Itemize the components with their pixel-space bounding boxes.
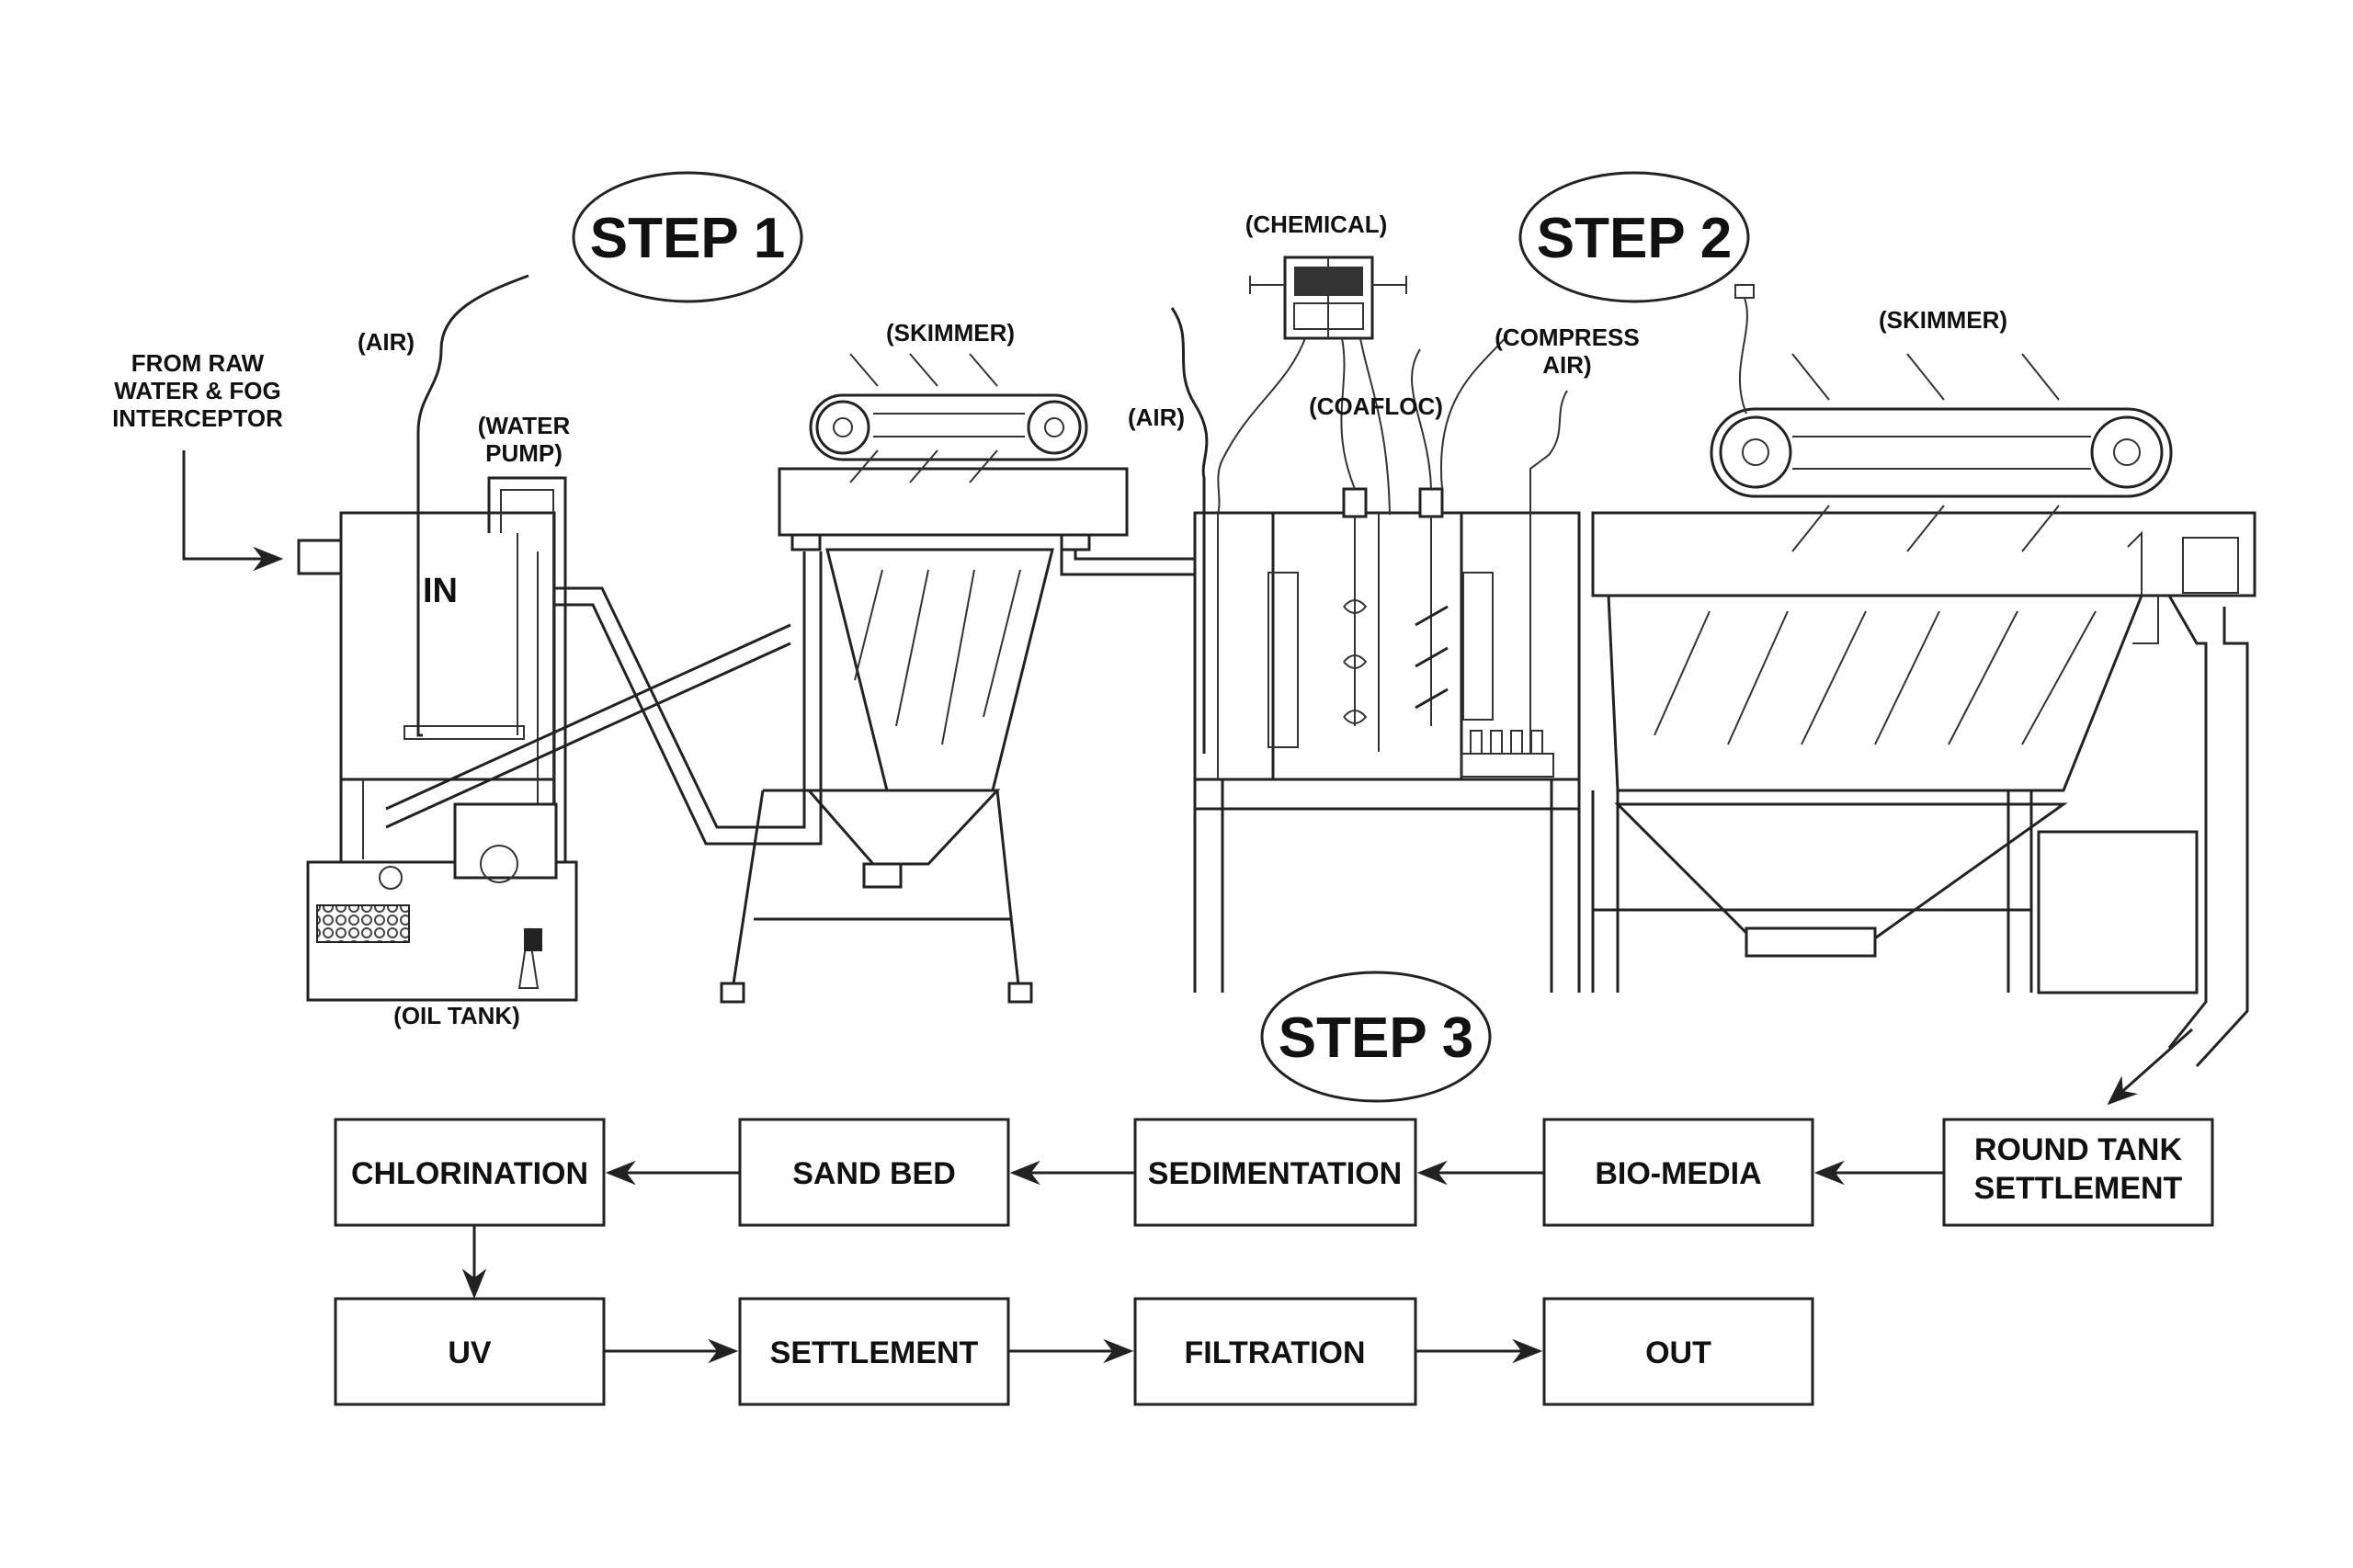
process-box-bio-media: BIO-MEDIA (1542, 1118, 1814, 1227)
step-1-label: STEP 1 (572, 171, 803, 303)
outflow-pipe (2167, 993, 2249, 1068)
settlement-tank (1591, 511, 2256, 994)
svg-text:SEDIMENTATION: SEDIMENTATION (1148, 1156, 1402, 1191)
inlet-label: FROM RAW WATER & FOG INTERCEPTOR (112, 349, 283, 432)
chemical-label: (CHEMICAL) (1245, 210, 1388, 238)
air-line-1 (416, 274, 529, 737)
water-pump-pipe (487, 476, 567, 983)
transfer-pipe-2 (1060, 550, 1195, 576)
oil-tank: (OIL TANK) (306, 802, 578, 1029)
step-3-label: STEP 3 (1260, 971, 1492, 1103)
svg-text:SAND BED: SAND BED (792, 1156, 956, 1191)
svg-text:UV: UV (448, 1335, 492, 1370)
process-box-round-tank-settlement: ROUND TANK SETTLEMENT (1942, 1118, 2214, 1227)
step-2-label: STEP 2 (1518, 171, 1750, 303)
air-label-1: (AIR) (358, 328, 415, 356)
svg-text:SETTLEMENT: SETTLEMENT (1974, 1171, 2183, 1206)
in-label: IN (423, 572, 458, 610)
air-line-2 (1170, 307, 1209, 754)
svg-text:INTERCEPTOR: INTERCEPTOR (112, 404, 283, 432)
svg-text:FROM RAW: FROM RAW (131, 349, 265, 377)
svg-text:FILTRATION: FILTRATION (1184, 1335, 1365, 1370)
transfer-pipe-1 (554, 551, 806, 829)
skimmer-belt-1 (809, 353, 1088, 483)
chemical-pumps (1217, 256, 1407, 516)
water-pump-label: (WATER (478, 412, 571, 439)
svg-text:OUT: OUT (1645, 1335, 1711, 1370)
skimmer-tank-1 (720, 467, 1129, 1004)
outflow-arrow (2107, 1028, 2193, 1106)
process-box-settlement: SETTLEMENT (738, 1297, 1010, 1406)
process-box-filtration: FILTRATION (1133, 1297, 1417, 1406)
coafloc-label: (COAFLOC) (1309, 392, 1443, 420)
process-box-sedimentation: SEDIMENTATION (1133, 1118, 1417, 1227)
process-box-sand-bed: SAND BED (738, 1118, 1010, 1227)
oil-tank-label: (OIL TANK) (393, 1002, 520, 1029)
process-box-chlorination: CHLORINATION (334, 1118, 606, 1227)
svg-text:SETTLEMENT: SETTLEMENT (770, 1335, 979, 1370)
svg-text:STEP 3: STEP 3 (1279, 1006, 1474, 1070)
process-box-uv: UV (334, 1297, 606, 1406)
air-label-2: (AIR) (1128, 403, 1185, 431)
svg-text:WATER & FOG: WATER & FOG (114, 377, 281, 404)
skimmer-belt-2 (1710, 284, 2173, 552)
process-box-out: OUT (1542, 1297, 1814, 1406)
svg-text:STEP 1: STEP 1 (590, 207, 786, 270)
skimmer-label-2: (SKIMMER) (1879, 306, 2007, 334)
skimmer-label-1: (SKIMMER) (886, 319, 1015, 347)
svg-text:CHLORINATION: CHLORINATION (351, 1156, 588, 1191)
compress-air-label: (COMPRESS (1495, 324, 1639, 351)
inlet-arrow (182, 450, 284, 572)
water-pump-label-2: PUMP) (485, 439, 563, 467)
compress-air-label-2: AIR) (1542, 351, 1591, 379)
coafloc-line (1411, 348, 1432, 490)
svg-text:ROUND TANK: ROUND TANK (1974, 1132, 2182, 1167)
svg-text:BIO-MEDIA: BIO-MEDIA (1595, 1156, 1761, 1191)
dosing-tank (1193, 487, 1581, 993)
svg-text:STEP 2: STEP 2 (1537, 207, 1733, 270)
compress-air-line (1439, 335, 1508, 490)
